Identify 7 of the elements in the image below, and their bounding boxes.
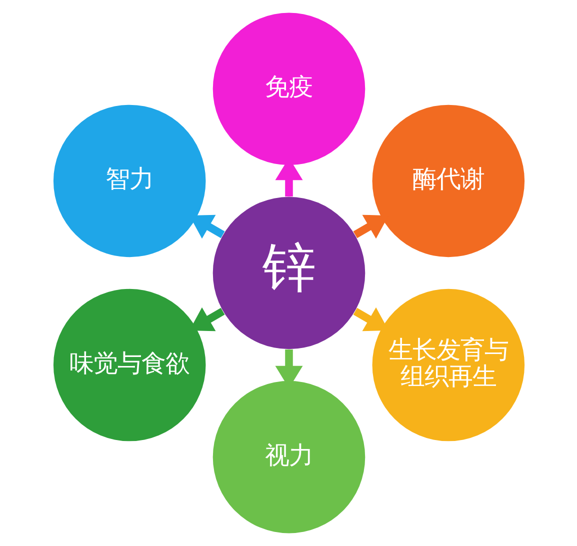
node-circle: 锌 — [212, 196, 365, 350]
node-circle: 酶代谢 — [372, 104, 524, 258]
node-circle: 生长发育与组织再生 — [372, 288, 524, 442]
node-circle: 味觉与食欲 — [52, 288, 206, 442]
node-circle: 智力 — [52, 104, 206, 258]
node-circle: 视力 — [212, 380, 365, 534]
node-circle: 免疫 — [212, 12, 365, 166]
